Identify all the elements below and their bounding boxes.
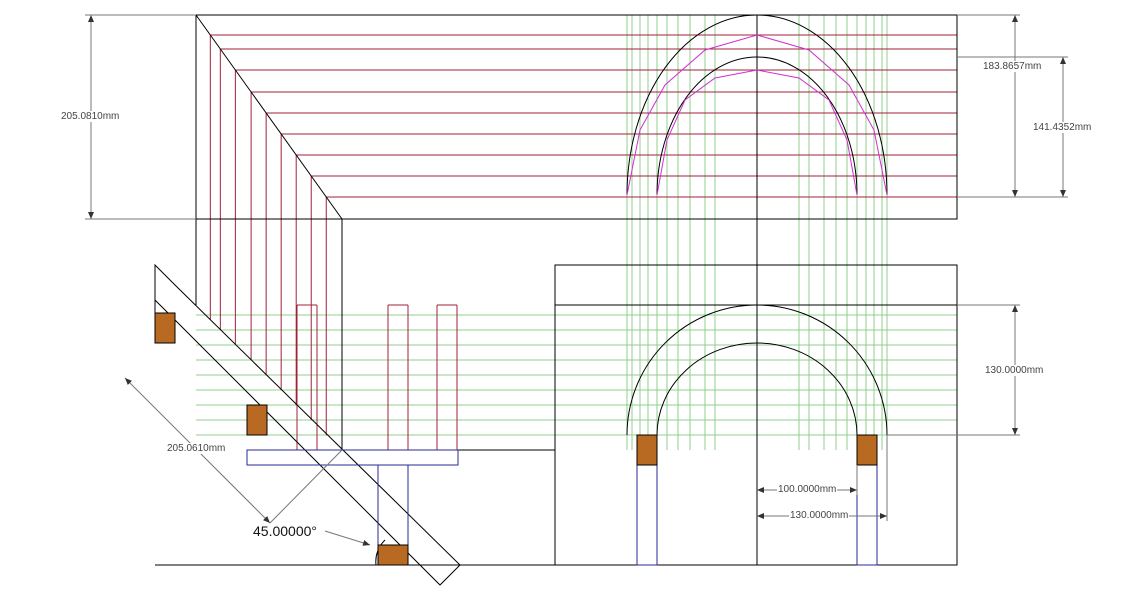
dim-outer-arch-height: 183.8657mm	[982, 61, 1043, 72]
dim-inner-arch-height: 141.4352mm	[1032, 122, 1093, 133]
projection-lines	[196, 15, 957, 450]
construction-lines	[209, 34, 957, 450]
elevation-inner-arch	[656, 342, 858, 436]
plan-outer-arch	[626, 14, 888, 196]
dim-plan-depth: 205.0810mm	[60, 111, 121, 122]
dim-inner-radius: 100.0000mm	[777, 484, 838, 495]
dimension-lines	[85, 14, 1068, 546]
dim-arch-rise: 130.0000mm	[984, 365, 1045, 376]
plan-inner-arch	[656, 56, 858, 196]
plan-outline	[195, 14, 958, 220]
elevation-outer-arch	[626, 304, 888, 436]
arch-developments	[626, 34, 888, 196]
dim-angle: 45.00000°	[253, 523, 317, 539]
dim-diagonal-length: 205.0610mm	[166, 443, 227, 454]
columns	[246, 449, 878, 566]
dim-outer-radius: 130.0000mm	[789, 510, 850, 521]
outline-geometry	[154, 14, 958, 586]
elevation-outline	[554, 264, 958, 566]
plan-diagonal	[195, 14, 343, 220]
